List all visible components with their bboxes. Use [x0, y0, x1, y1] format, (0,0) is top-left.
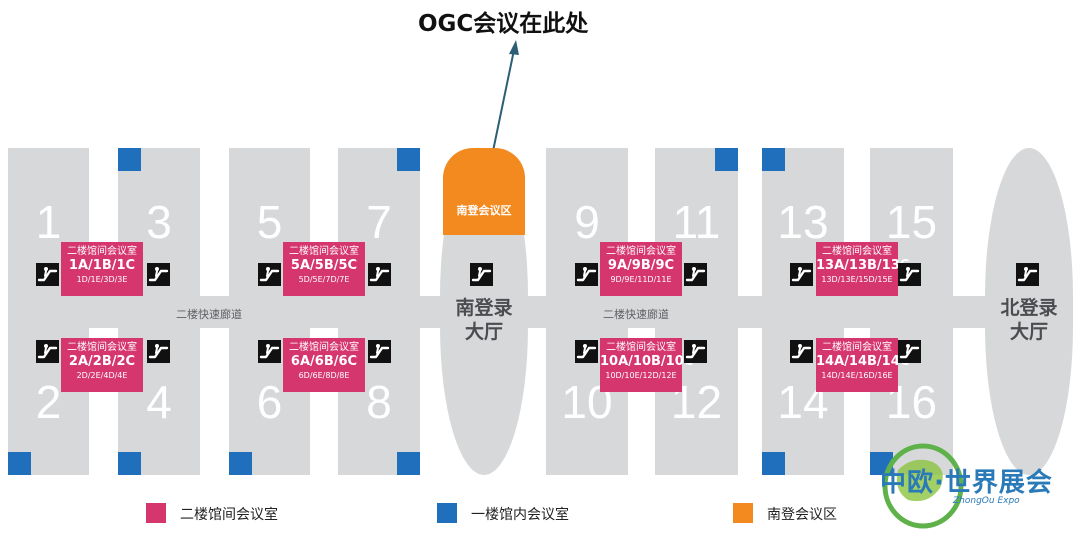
south-meeting-area [443, 148, 525, 235]
ogc-label: OGC会议在此处 [418, 11, 589, 37]
escalator-icon [147, 340, 170, 363]
room-title: 二楼馆间会议室 [606, 342, 676, 353]
escalator-icon [258, 340, 281, 363]
first-floor-meeting-marker [229, 452, 252, 475]
room-sub: 2D/2E/4D/4E [76, 371, 128, 380]
second-floor-corridor [8, 296, 1073, 328]
escalator-icon [36, 263, 59, 286]
room-main: 14A/14B/14C [816, 354, 910, 369]
meeting-room-13: 二楼馆间会议室 13A/13B/13C 13D/13E/15D/15E [816, 242, 910, 296]
room-main: 9A/9B/9C [607, 258, 675, 273]
room-sub: 6D/6E/8D/8E [298, 371, 350, 380]
escalator-icon [790, 340, 813, 363]
north-lobby [985, 148, 1073, 475]
first-floor-meeting-marker [118, 452, 141, 475]
escalator-icon [575, 340, 598, 363]
legend-label: 南登会议区 [767, 507, 837, 523]
meeting-room-6: 二楼馆间会议室 6A/6B/6C 6D/6E/8D/8E [283, 338, 365, 392]
logo-text: 中欧·世界展会 [880, 468, 1053, 498]
legend-label: 一楼馆内会议室 [471, 507, 569, 523]
room-title: 二楼馆间会议室 [289, 342, 359, 353]
meeting-room-10: 二楼馆间会议室 10A/10B/10C 10D/10E/12D/12E [600, 338, 694, 392]
room-sub: 13D/13E/15D/15E [821, 275, 893, 284]
first-floor-meeting-marker [762, 452, 785, 475]
meeting-room-14: 二楼馆间会议室 14A/14B/14C 14D/14E/16D/16E [816, 338, 910, 392]
hall-number: 3 [146, 196, 172, 248]
hall-number: 2 [35, 375, 62, 428]
escalator-icon [575, 263, 598, 286]
escalator-icon [898, 263, 921, 286]
room-title: 二楼馆间会议室 [67, 342, 137, 353]
logo-subtext: ZhongOu Expo [953, 496, 1020, 506]
room-main: 6A/6B/6C [290, 354, 358, 369]
room-main: 10A/10B/10C [600, 354, 694, 369]
legend-swatch-blue [437, 503, 457, 523]
room-sub: 1D/1E/3D/3E [76, 275, 128, 284]
corridor-label: 二楼快速廊道 [176, 308, 242, 321]
meeting-room-9: 二楼馆间会议室 9A/9B/9C 9D/9E/11D/11E [600, 242, 682, 296]
meeting-room-1: 二楼馆间会议室 1A/1B/1C 1D/1E/3D/3E [61, 242, 143, 296]
hall-number: 6 [256, 375, 283, 428]
first-floor-meeting-marker [715, 148, 738, 171]
south-lobby-label: 南登录 大厅 [440, 297, 528, 345]
room-main: 13A/13B/13C [816, 258, 910, 273]
north-lobby-line2: 大厅 [1009, 320, 1048, 343]
north-lobby-label: 北登录 大厅 [985, 297, 1073, 345]
room-title: 二楼馆间会议室 [822, 342, 892, 353]
escalator-icon [1016, 263, 1039, 286]
hall-number: 4 [146, 375, 172, 428]
legend-swatch-orange [733, 503, 753, 523]
escalator-icon [36, 340, 59, 363]
room-title: 二楼馆间会议室 [289, 246, 359, 257]
first-floor-meeting-marker [397, 452, 420, 475]
first-floor-meeting-marker [762, 148, 785, 171]
escalator-icon [368, 340, 391, 363]
room-sub: 10D/10E/12D/12E [605, 371, 677, 380]
hall-number: 8 [366, 375, 392, 428]
south-lobby-line1: 南登录 [455, 297, 513, 319]
room-sub: 5D/5E/7D/7E [298, 275, 350, 284]
hall-number: 11 [672, 196, 721, 248]
meeting-room-5: 二楼馆间会议室 5A/5B/5C 5D/5E/7D/7E [283, 242, 365, 296]
first-floor-meeting-marker [8, 452, 31, 475]
room-sub: 14D/14E/16D/16E [821, 371, 893, 380]
hall-number: 9 [574, 196, 600, 248]
hall-number: 5 [256, 196, 283, 248]
room-title: 二楼馆间会议室 [67, 246, 137, 257]
room-main: 2A/2B/2C [68, 354, 136, 369]
room-title: 二楼馆间会议室 [606, 246, 676, 257]
south-lobby-line2: 大厅 [464, 320, 503, 343]
escalator-icon [898, 340, 921, 363]
hall-number: 1 [35, 196, 62, 248]
room-main: 5A/5B/5C [290, 258, 358, 273]
escalator-icon [684, 340, 707, 363]
hall-number: 15 [885, 196, 938, 248]
first-floor-meeting-marker [397, 148, 420, 171]
hall-number: 13 [777, 196, 829, 248]
hall-number: 7 [366, 196, 392, 248]
meeting-room-2: 二楼馆间会议室 2A/2B/2C 2D/2E/4D/4E [61, 338, 143, 392]
escalator-icon [470, 263, 493, 286]
escalator-icon [790, 263, 813, 286]
escalator-icon [147, 263, 170, 286]
escalator-icon [368, 263, 391, 286]
escalator-icon [684, 263, 707, 286]
corridor-label: 二楼快速廊道 [603, 308, 669, 321]
first-floor-meeting-marker [118, 148, 141, 171]
north-lobby-line1: 北登录 [1000, 297, 1058, 319]
globe-icon [882, 443, 964, 529]
south-meeting-label: 南登会议区 [456, 204, 512, 217]
room-sub: 9D/9E/11D/11E [610, 275, 672, 284]
legend-swatch-pink [146, 503, 166, 523]
room-main: 1A/1B/1C [68, 258, 136, 273]
legend-label: 二楼馆间会议室 [180, 507, 278, 523]
escalator-icon [258, 263, 281, 286]
room-title: 二楼馆间会议室 [822, 246, 892, 257]
